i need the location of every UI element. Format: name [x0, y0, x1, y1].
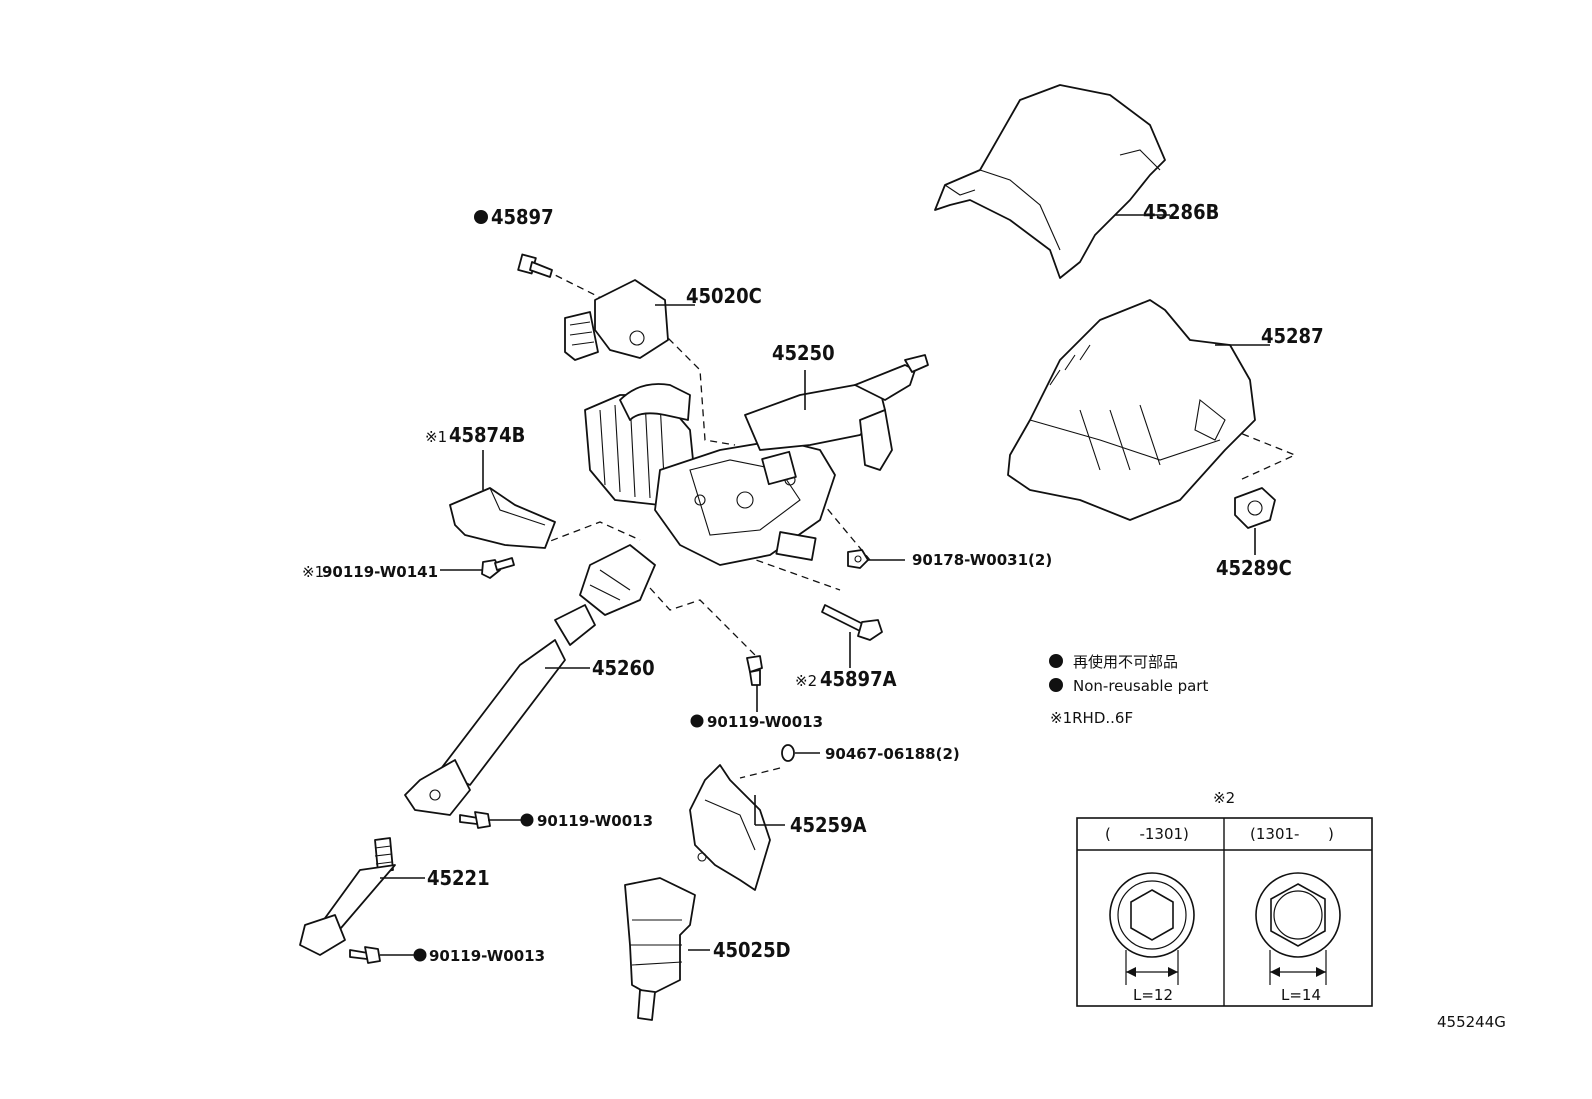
ignition-lock-bracket [564, 279, 669, 361]
bolt-45897A [821, 604, 883, 641]
label-45286B: 45286B [1143, 200, 1219, 224]
ref-mark-1b: ※1 [302, 563, 324, 581]
label-45221: 45221 [427, 866, 490, 890]
ref-mark-2: ※2 [795, 672, 817, 690]
steering-shaft-45221 [299, 837, 396, 956]
non-reusable-mark-icon [474, 210, 488, 224]
label-90119-W0013-b: 90119-W0013 [537, 812, 653, 830]
label-90119-W0141: 90119-W0141 [322, 563, 438, 581]
steering-column-assembly [584, 354, 929, 566]
bolt-90119-W0013-c [349, 946, 381, 964]
intermediate-shaft [404, 544, 656, 816]
lower-column-cover [1007, 299, 1256, 521]
bolt-head-l14 [1255, 872, 1341, 985]
non-reusable-mark-icon [1049, 654, 1063, 668]
inset-col1-header: ( -1301) [1105, 825, 1189, 843]
non-reusable-mark-icon [1049, 678, 1063, 692]
inset-ref: ※2 [1213, 789, 1235, 807]
non-reusable-mark-icon [413, 948, 427, 962]
label-45874B: 45874B [449, 423, 525, 447]
ref-mark-1: ※1 [425, 428, 447, 446]
bolt-90119-W0013-a [746, 655, 763, 686]
legend-jp: 再使用不可部品 [1073, 653, 1178, 671]
label-45250: 45250 [772, 341, 835, 365]
label-90119-W0013-c: 90119-W0013 [429, 947, 545, 965]
legend: 再使用不可部品 Non-reusable part ※1RHD..6F [1049, 653, 1208, 727]
label-90119-W0013-a: 90119-W0013 [707, 713, 823, 731]
non-reusable-mark-icon [690, 714, 704, 728]
legend-en: Non-reusable part [1073, 677, 1208, 695]
non-reusable-mark-icon [520, 813, 534, 827]
column-hole-cover [449, 487, 556, 549]
bolt-head-l12 [1109, 872, 1195, 985]
bolt-45897 [517, 253, 553, 278]
diagram-id: 455244G [1437, 1013, 1506, 1031]
upper-column-cover [934, 84, 1166, 279]
label-45260: 45260 [592, 656, 655, 680]
steering-boot-45025D [624, 877, 696, 1021]
bolt-90119-W0013-b [459, 811, 491, 829]
bolt-90119-W0141 [481, 557, 515, 579]
label-45259A: 45259A [790, 813, 867, 837]
label-90178-W0031: 90178-W0031(2) [912, 551, 1052, 569]
label-45897A: 45897A [820, 667, 897, 691]
label-45025D: 45025D [713, 938, 791, 962]
bolt-variant-inset: ※2 ( -1301) (1301- ) L=12 [1076, 789, 1373, 1007]
label-90467-06188: 90467-06188(2) [825, 745, 960, 763]
steering-boot-45259A [689, 764, 771, 891]
label-45897: 45897 [491, 205, 554, 229]
cover-cap-45289C [1234, 487, 1276, 529]
clip-90467-06188 [781, 744, 795, 762]
part-labels: 45897 45020C 45250 ※1 45874B ※1 90119-W0… [302, 200, 1324, 965]
label-45287: 45287 [1261, 324, 1324, 348]
legend-note-1: ※1RHD..6F [1050, 709, 1133, 727]
inset-dim-l14: L=14 [1281, 986, 1321, 1004]
label-45289C: 45289C [1216, 556, 1292, 580]
nut-90178-W0031 [847, 549, 869, 569]
label-45020C: 45020C [686, 284, 762, 308]
inset-col2-header: (1301- ) [1250, 825, 1334, 843]
inset-dim-l12: L=12 [1133, 986, 1173, 1004]
